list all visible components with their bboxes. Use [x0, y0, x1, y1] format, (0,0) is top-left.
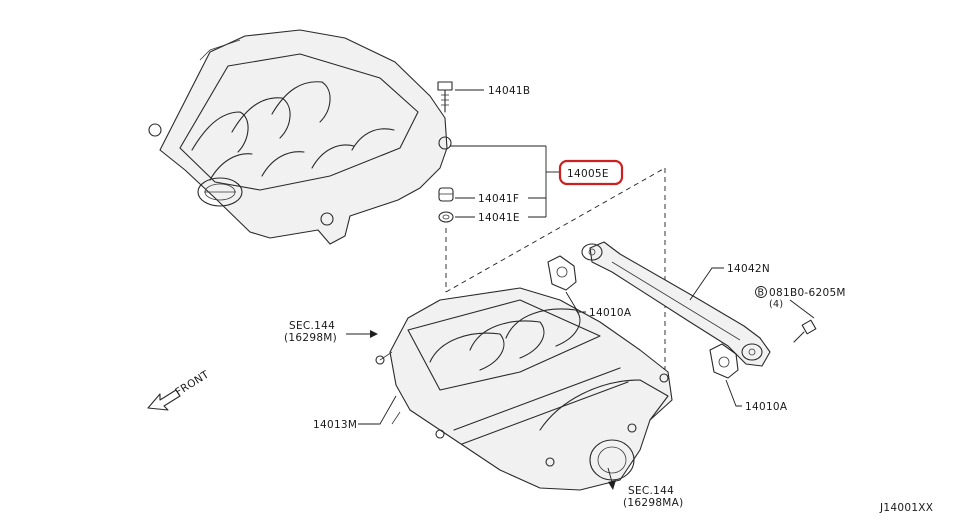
bolt-14041b [437, 81, 484, 113]
front-indicator [147, 389, 181, 411]
label-14005e: 14005E [567, 168, 609, 180]
label-front: FRONT [173, 368, 211, 398]
label-14042n: 14042N [727, 263, 770, 275]
label-sec-bottom-2: (16298MA) [623, 497, 684, 509]
label-14010a-upper: 14010A [589, 307, 632, 319]
label-bolt-ref: 081B0-6205M [769, 287, 846, 299]
label-14041b: 14041B [488, 85, 530, 97]
sec-bottom-arrow [607, 467, 616, 490]
alignment-dashes [445, 167, 666, 372]
manifold-leader [358, 395, 397, 425]
label-sec-left-1: SEC.144 [289, 320, 335, 332]
bolt-ref-badge: B [758, 288, 765, 299]
label-14010a-lower: 14010A [745, 401, 788, 413]
grommet-14041e [438, 211, 475, 223]
label-sec-bottom-1: SEC.144 [628, 485, 674, 497]
label-14013m: 14013M [313, 419, 357, 431]
label-bolt-qty: (4) [769, 299, 783, 310]
bolt-ref-callout: B 081B0-6205M (4) [755, 286, 846, 310]
grommet-14041f [438, 187, 475, 202]
support-bar-14042n [581, 241, 771, 367]
sec-left-arrow [346, 330, 378, 338]
intake-manifold [375, 287, 673, 491]
gasket-upper [547, 255, 586, 313]
cover-leader-bracket [450, 145, 560, 218]
label-14041e: 14041E [478, 212, 520, 224]
highlight-box [558, 159, 624, 186]
diagram-code: J14001XX [879, 502, 933, 514]
bolt-081b0 [789, 299, 817, 343]
label-14041f: 14041F [478, 193, 519, 205]
engine-cover [148, 29, 452, 245]
label-sec-left-2: (16298M) [284, 332, 337, 344]
gasket-lower [709, 343, 742, 407]
